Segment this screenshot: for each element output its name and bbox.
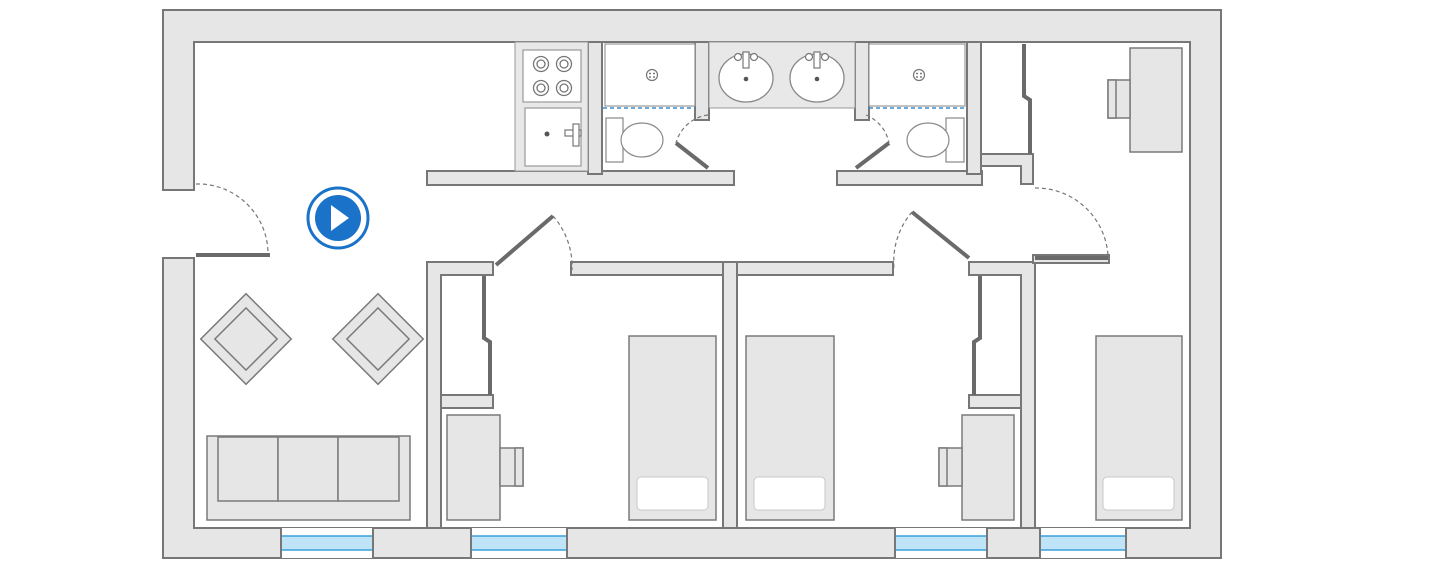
closet-doors	[482, 276, 982, 395]
bed-icon	[628, 335, 717, 521]
shower-drain-icon	[912, 68, 926, 82]
windows	[280, 528, 1127, 558]
desk-icon	[1107, 47, 1183, 153]
closet-upper-right	[1022, 44, 1032, 154]
bathroom-left	[603, 43, 710, 170]
play-icon	[331, 205, 349, 231]
armchair-icon	[199, 292, 293, 386]
desk-icon	[446, 414, 524, 521]
play-button[interactable]	[306, 186, 370, 250]
toilet-icon	[605, 117, 664, 163]
bathroom-right	[854, 43, 967, 170]
sink-icon	[718, 51, 774, 103]
window	[280, 535, 374, 551]
sink-icon	[789, 51, 845, 103]
beds	[628, 335, 1183, 521]
armchair-icon	[331, 292, 425, 386]
entrance-door	[195, 183, 270, 257]
stove-icon	[522, 49, 582, 103]
bed-icon	[1095, 335, 1183, 521]
bedroom-center-right	[938, 414, 1015, 521]
kitchen-sink-icon	[524, 107, 582, 167]
window	[470, 535, 568, 551]
toilet-icon	[906, 117, 965, 163]
window	[894, 535, 988, 551]
desk-icon	[938, 414, 1015, 521]
sofa-icon	[206, 435, 411, 521]
interior-walls	[426, 41, 1110, 529]
kitchen	[514, 41, 589, 172]
bedroom-left	[446, 414, 524, 521]
bedroom-right	[1107, 47, 1183, 153]
window	[1039, 535, 1127, 551]
living-room	[199, 292, 425, 521]
bedroom-doors	[494, 187, 1109, 271]
shower-drain-icon	[645, 68, 659, 82]
bed-icon	[745, 335, 835, 521]
washroom	[708, 41, 856, 109]
